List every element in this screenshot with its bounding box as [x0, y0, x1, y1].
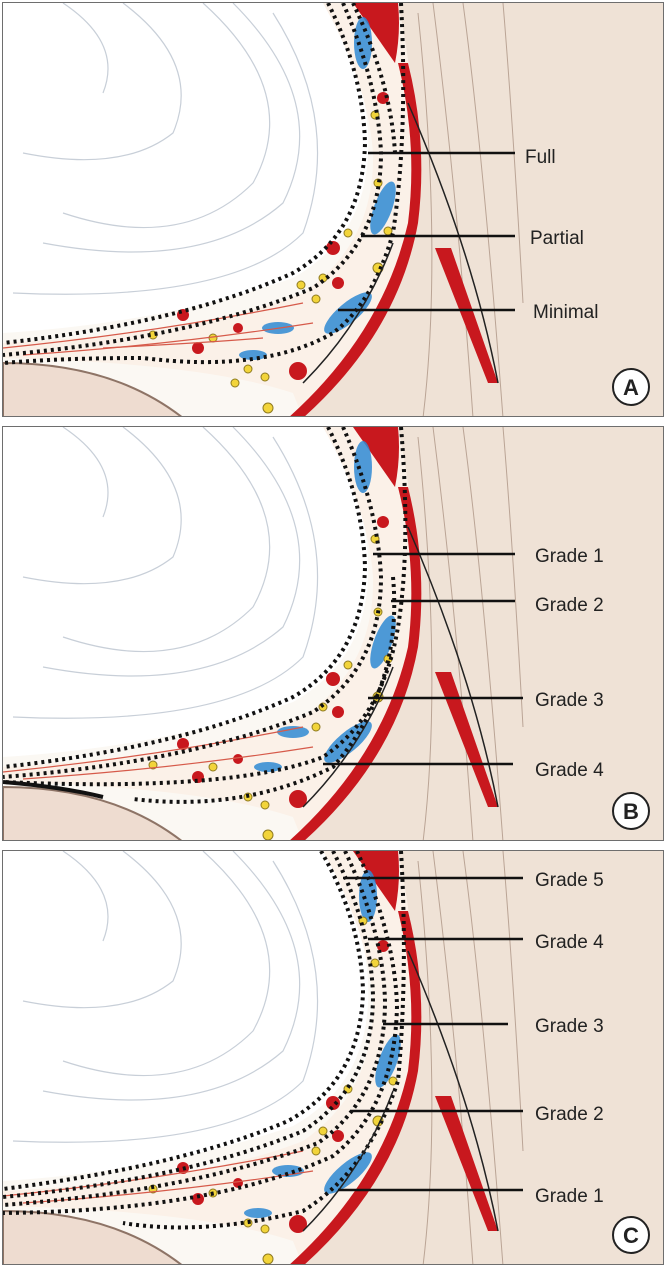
panel-c-illustration: Grade 5 Grade 4 Grade 3 Grade 2 Grade 1 … — [3, 851, 663, 1264]
label-minimal: Minimal — [533, 302, 598, 323]
panel-c: Grade 5 Grade 4 Grade 3 Grade 2 Grade 1 … — [2, 850, 664, 1265]
label-grade-1: Grade 1 — [535, 546, 604, 567]
panel-b: Grade 1 Grade 2 Grade 3 Grade 4 B — [2, 426, 664, 841]
label-grade-3: Grade 3 — [535, 1016, 604, 1037]
panel-badge-circle — [612, 792, 650, 830]
label-grade-4: Grade 4 — [535, 932, 604, 953]
panel-badge-circle — [612, 368, 650, 406]
label-partial: Partial — [530, 228, 584, 249]
panel-badge-label: C — [623, 1223, 639, 1248]
label-full: Full — [525, 147, 556, 168]
panel-b-illustration: Grade 1 Grade 2 Grade 3 Grade 4 B — [3, 427, 663, 840]
panel-badge-circle — [612, 1216, 650, 1254]
panel-badge-label: B — [623, 799, 639, 824]
label-grade-1: Grade 1 — [535, 1186, 604, 1207]
label-grade-5: Grade 5 — [535, 870, 604, 891]
panel-a: Full Partial Minimal A — [2, 2, 664, 417]
panel-a-illustration: Full Partial Minimal A — [3, 3, 663, 416]
label-grade-4: Grade 4 — [535, 760, 604, 781]
panel-badge-label: A — [623, 375, 639, 400]
label-grade-2: Grade 2 — [535, 595, 604, 616]
label-grade-2: Grade 2 — [535, 1104, 604, 1125]
label-grade-3: Grade 3 — [535, 690, 604, 711]
